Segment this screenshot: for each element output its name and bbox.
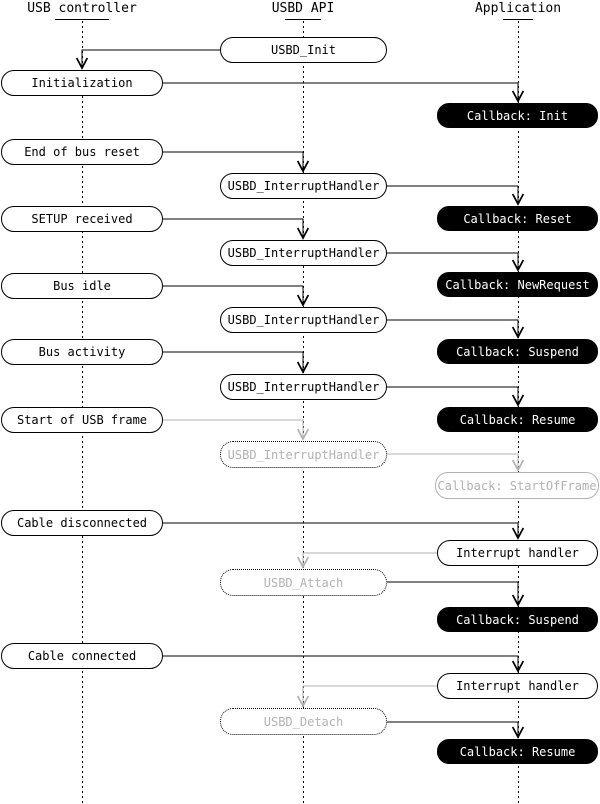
node-ih-3: USBD_InterruptHandler (220, 307, 387, 333)
node-cable-disconnected: Cable disconnected (1, 510, 163, 536)
node-cb-init: Callback: Init (437, 103, 598, 128)
edge-bus-activity-to-ih-4 (163, 351, 310, 374)
column-header-application: Application (474, 1, 562, 16)
node-ih-5: USBD_InterruptHandler (220, 441, 387, 468)
node-bus-idle: Bus idle (1, 273, 163, 299)
column-header-usbd-api: USBD API (271, 1, 335, 16)
edge-ih-1-to-cb-reset (387, 185, 525, 206)
node-cb-resume: Callback: Resume (437, 407, 598, 432)
node-cable-connected: Cable connected (1, 643, 163, 669)
node-cb-newrequest: Callback: NewRequest (437, 272, 598, 297)
node-interrupt-handler-2: Interrupt handler (437, 673, 598, 699)
node-cb-suspend: Callback: Suspend (437, 339, 598, 364)
node-cb-resume-2: Callback: Resume (437, 739, 598, 764)
node-ih-4: USBD_InterruptHandler (220, 374, 387, 400)
node-cb-startofframe: Callback: StartOfFrame (435, 472, 599, 499)
node-start-of-usb-frame: Start of USB frame (1, 407, 163, 433)
edge-ih-5-to-cb-startofframe (387, 453, 525, 472)
node-end-of-bus-reset: End of bus reset (1, 139, 163, 165)
node-ih-2: USBD_InterruptHandler (220, 240, 387, 266)
node-bus-activity: Bus activity (1, 339, 163, 365)
edge-setup-received-to-ih-2 (163, 218, 310, 240)
edge-usbd-attach-to-cb-suspend-2 (387, 581, 525, 607)
edge-bus-idle-to-ih-3 (163, 285, 310, 307)
edge-start-of-usb-frame-to-ih-5 (163, 419, 310, 441)
edge-cable-disconnected-to-int-handler (163, 522, 525, 540)
node-setup-received: SETUP received (1, 206, 163, 232)
edge-int-handler-to-usbd-attach (296, 552, 437, 569)
edge-cable-connected-to-int-handler-2 (163, 655, 525, 673)
edge-initialization-to-cb-init (163, 82, 525, 103)
column-header-usb-controller: USB controller (27, 1, 137, 16)
node-cb-reset: Callback: Reset (437, 206, 598, 231)
node-initialization: Initialization (1, 70, 163, 96)
edge-usbd-init-to-initialization (75, 49, 220, 70)
edge-usbd-detach-to-cb-resume-2 (387, 721, 525, 739)
node-cb-suspend-2: Callback: Suspend (437, 607, 598, 632)
node-usbd-attach: USBD_Attach (220, 569, 387, 596)
edge-ih-2-to-cb-newrequest (387, 252, 525, 272)
edge-ih-4-to-cb-resume (387, 386, 525, 407)
edge-end-of-bus-reset-to-ih-1 (163, 151, 310, 173)
node-usbd-detach: USBD_Detach (220, 708, 387, 735)
node-usbd-init: USBD_Init (220, 37, 387, 63)
node-ih-1: USBD_InterruptHandler (220, 173, 387, 199)
edge-ih-3-to-cb-suspend (387, 319, 525, 339)
node-interrupt-handler-1: Interrupt handler (437, 540, 598, 566)
edge-int-handler-2-to-usbd-detach (296, 685, 437, 708)
